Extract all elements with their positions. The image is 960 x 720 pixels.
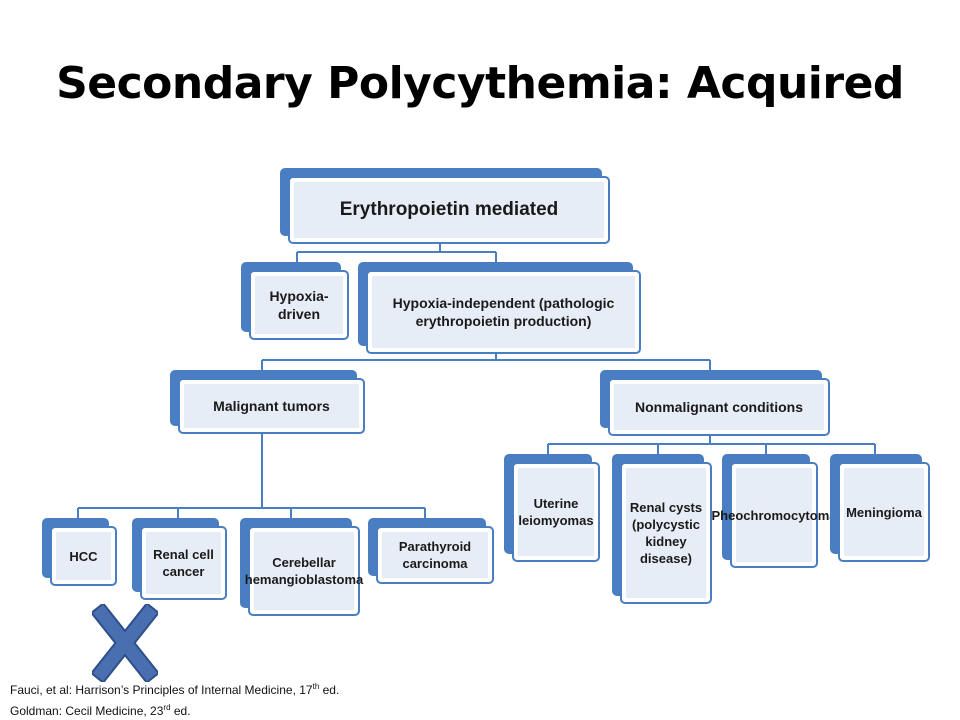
node-meningioma: Meningioma bbox=[830, 454, 930, 562]
node-malignant-tumors: Malignant tumors bbox=[170, 370, 365, 434]
node-nonmalignant-conditions: Nonmalignant conditions bbox=[600, 370, 830, 436]
node-parathyroid-carcinoma: Parathyroid carcinoma bbox=[368, 518, 494, 584]
node-renal-cysts: Renal cysts (polycystic kidney disease) bbox=[612, 454, 712, 604]
node-cerebellar-hemangioblastoma: Cerebellar hemangioblastoma bbox=[240, 518, 363, 616]
node-renal-cell-cancer: Renal cell cancer bbox=[132, 518, 227, 600]
node-hypoxia-driven: Hypoxia-driven bbox=[241, 262, 349, 340]
reference-cecil: Goldman: Cecil Medicine, 23rd ed. bbox=[10, 703, 191, 718]
node-hcc: HCC bbox=[42, 518, 117, 586]
node-uterine-leiomyomas: Uterine leiomyomas bbox=[504, 454, 600, 562]
reference-harrison: Fauci, et al: Harrison’s Principles of I… bbox=[10, 682, 340, 697]
node-hypoxia-independent: Hypoxia-independent (pathologic erythrop… bbox=[358, 262, 641, 354]
references: Fauci, et al: Harrison’s Principles of I… bbox=[10, 678, 339, 720]
x-mark-icon bbox=[92, 604, 158, 682]
node-erythropoietin-mediated: Erythropoietin mediated bbox=[280, 168, 610, 244]
node-pheochromocytoma: Pheochromocytoma bbox=[712, 454, 837, 568]
slide-title: Secondary Polycythemia: Acquired bbox=[56, 58, 904, 109]
